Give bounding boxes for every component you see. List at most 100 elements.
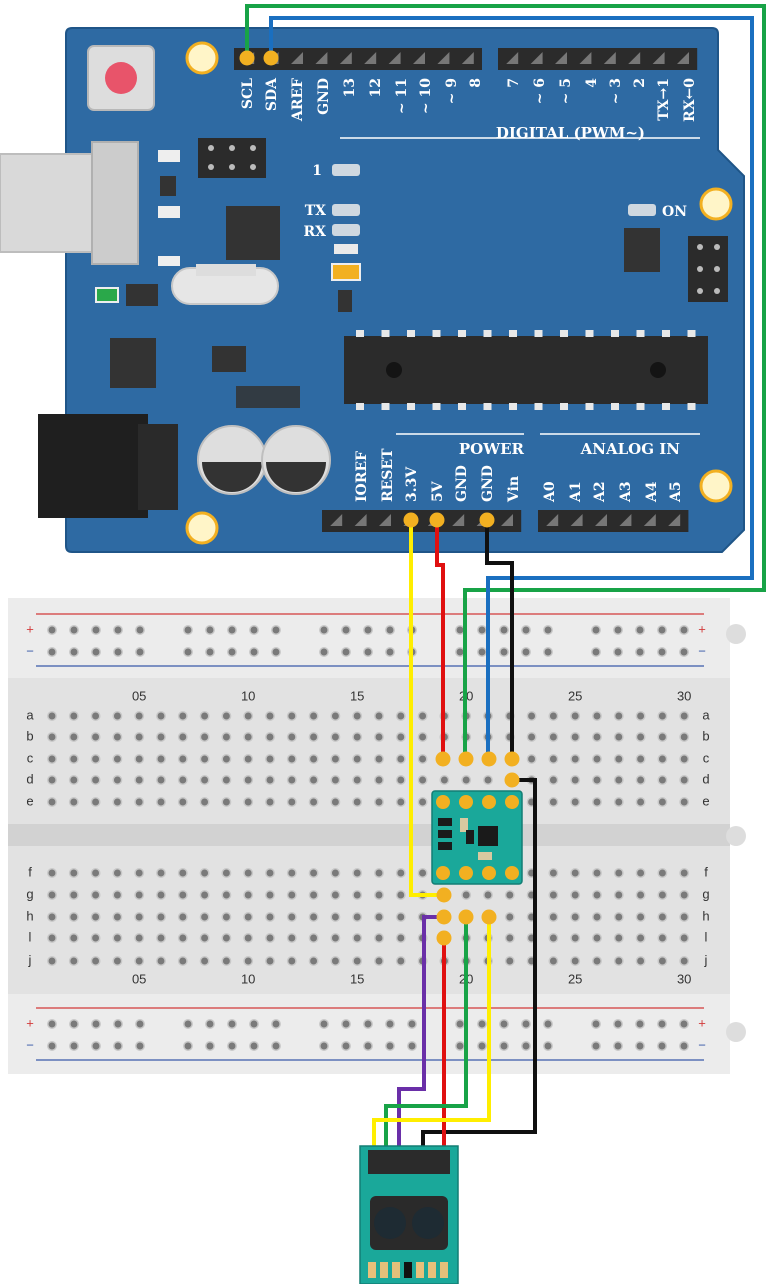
chip-leg [356, 403, 364, 410]
breadboard-hole [407, 1019, 417, 1029]
row-label: d [26, 771, 33, 786]
row-label: j [28, 952, 32, 967]
module-pin [505, 866, 519, 880]
breadboard-hole [417, 797, 428, 807]
bottom-pin-label: GND [480, 465, 496, 502]
reset-button[interactable] [87, 45, 155, 111]
connection-dot [429, 512, 445, 528]
breadboard-hole [330, 732, 341, 742]
breadboard-hole [221, 912, 232, 922]
analog-pin-label: A4 [644, 481, 660, 503]
breadboard-hole [352, 912, 363, 922]
breadboard-hole [363, 625, 373, 635]
connection-dot [436, 930, 452, 946]
header-pin [668, 514, 681, 526]
chip-leg [636, 330, 645, 337]
breadboard-hole [265, 868, 275, 878]
breadboard-hole [407, 1041, 417, 1051]
column-number: 15 [350, 688, 364, 703]
breadboard-hole [592, 775, 602, 785]
analog-pin-label: A2 [592, 481, 608, 503]
breadboard-hole [363, 647, 373, 657]
header-pin [339, 52, 352, 64]
breadboard-hole [613, 1019, 623, 1029]
breadboard-hole [319, 647, 329, 657]
breadboard-hole [483, 775, 493, 785]
top-pin-label: ~ 5 [558, 78, 574, 104]
breadboard-hole [548, 912, 559, 922]
breadboard-hole [286, 868, 297, 878]
led-label-tx: TX [305, 203, 326, 219]
breadboard-hole [613, 956, 624, 966]
breadboard-hole [199, 711, 210, 721]
breadboard-hole [134, 754, 145, 764]
top-pin-label: 2 [632, 78, 648, 88]
breadboard-hole [635, 1019, 645, 1029]
breadboard-hole [679, 933, 690, 943]
bottom-pin-label: IOREF [354, 451, 370, 502]
breadboard-hole [635, 754, 646, 764]
breadboard-hole [613, 1041, 623, 1051]
breadboard-hole [374, 912, 384, 922]
breadboard-hole [521, 647, 531, 657]
usb-connector [0, 141, 139, 265]
breadboard-hole [679, 775, 690, 785]
chip-leg [407, 403, 415, 410]
breadboard-hole [499, 1019, 509, 1029]
connection-dots [239, 50, 520, 946]
module-pin [482, 866, 496, 880]
breadboard-hole [243, 912, 254, 922]
chip-leg [432, 330, 441, 337]
breadboard-hole [526, 754, 537, 764]
breadboard-hole [657, 775, 668, 785]
header-pin [555, 52, 567, 64]
mounting-hole [185, 511, 219, 545]
breadboard-holes [47, 625, 690, 1051]
smd-part [478, 852, 492, 860]
breadboard-hole [455, 625, 465, 635]
breadboard-hole [69, 647, 79, 657]
breadboard-hole [156, 711, 166, 721]
breadboard-hole [477, 1019, 487, 1029]
breadboard-hole [156, 797, 166, 807]
bottom-module-header [368, 1150, 450, 1174]
breadboard-hole [286, 933, 297, 943]
smd-part [438, 842, 452, 850]
chip-leg [458, 403, 466, 410]
breadboard-hole [635, 797, 646, 807]
breadboard-hole [249, 625, 259, 635]
breadboard-hole [308, 711, 319, 721]
breadboard-hole [265, 775, 275, 785]
chip-leg [585, 403, 594, 410]
breadboard-hole [613, 912, 624, 922]
top-pin-label: 8 [468, 78, 484, 88]
wire-scl-green [245, 4, 766, 759]
smd-part [438, 818, 452, 826]
breadboard-hole [592, 754, 602, 764]
breadboard-hole [395, 956, 406, 966]
breadboard-hole [199, 754, 210, 764]
breadboard-hole [156, 868, 166, 878]
smd-part [460, 818, 468, 832]
bottom-module-lens-left [374, 1207, 406, 1239]
breadboard-hole [47, 956, 57, 966]
header-pin [315, 52, 328, 64]
row-label: l [29, 929, 32, 944]
breadboard-hole [113, 647, 123, 657]
breadboard-hole [243, 868, 254, 878]
breadboard-hole [199, 868, 210, 878]
rail-label: + [26, 621, 34, 636]
breadboard-hole [177, 711, 188, 721]
top-pin-label: RX←0 [682, 78, 698, 122]
breadboard-hole [548, 711, 559, 721]
analog-pin-label: A5 [668, 481, 684, 503]
breadboard-hole [68, 933, 79, 943]
smd-part [160, 176, 176, 196]
breadboard-hole [308, 797, 319, 807]
header-pin [452, 514, 465, 526]
power-label: POWER [459, 440, 525, 458]
breadboard-hole [47, 647, 57, 657]
top-pin-label: ~ 11 [394, 78, 410, 114]
smd-part [438, 830, 452, 838]
breadboard-hole [592, 797, 602, 807]
